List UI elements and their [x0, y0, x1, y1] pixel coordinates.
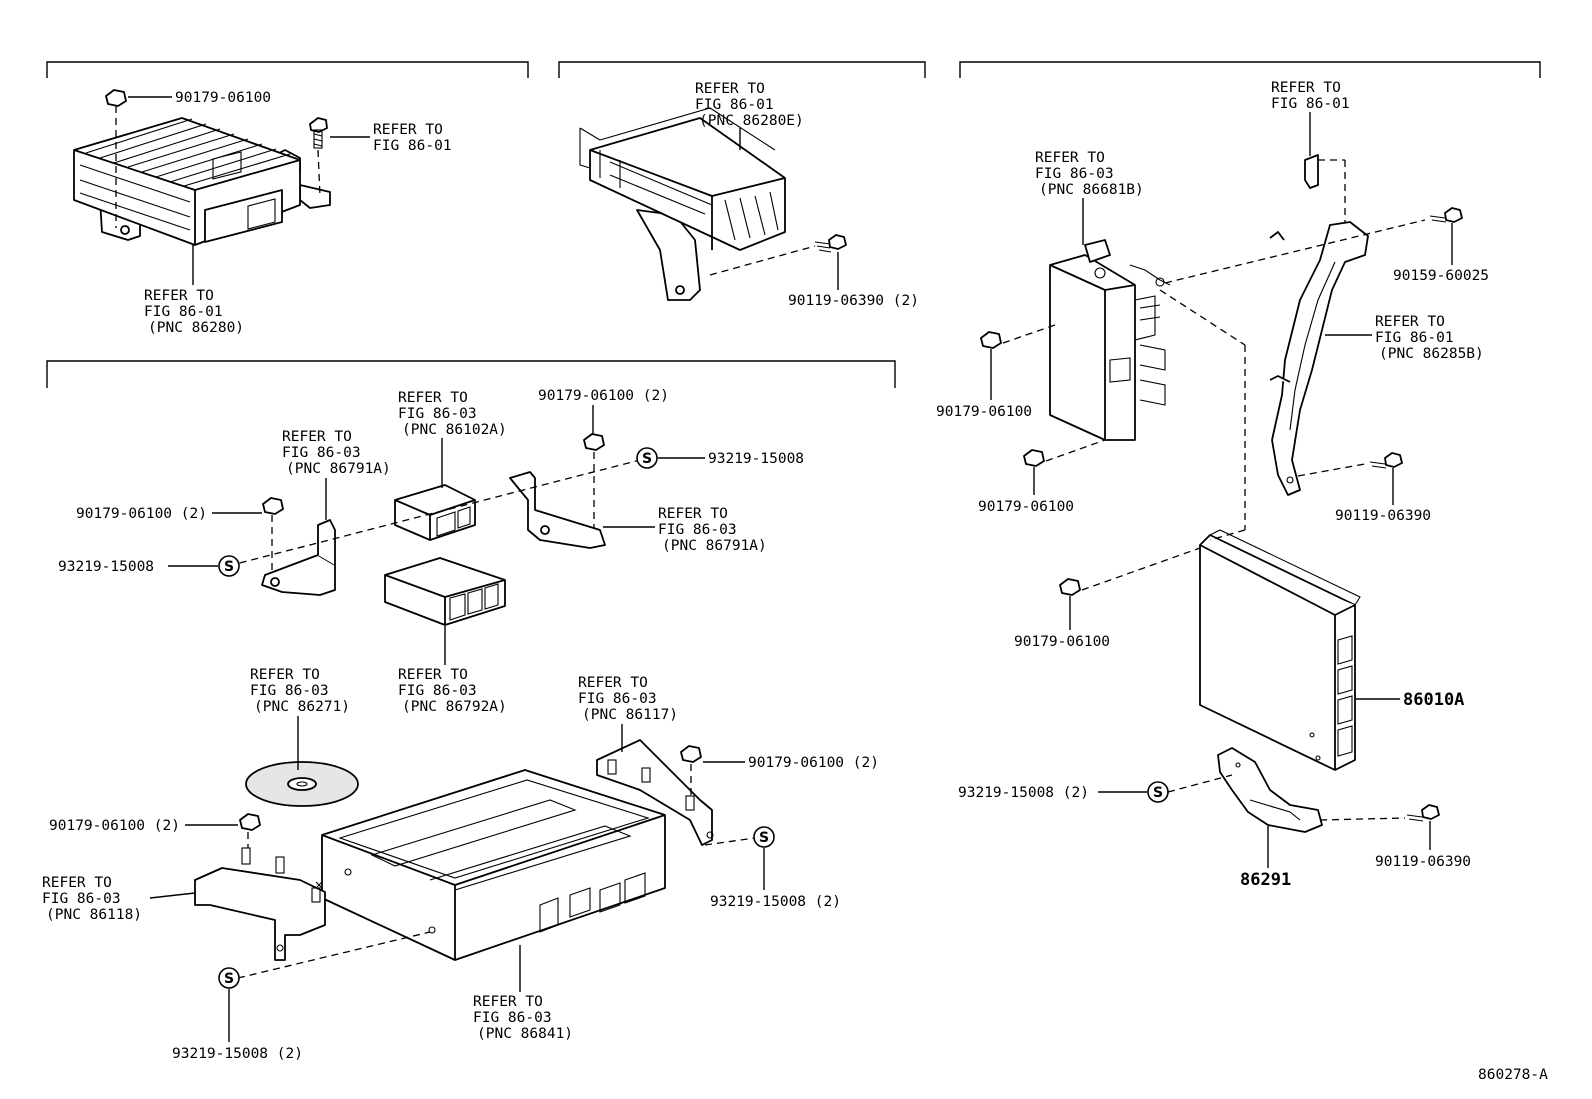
label-unit-86792a: REFER TO	[398, 667, 468, 683]
svg-text:FIG 86-01: FIG 86-01	[373, 138, 452, 154]
section-frames	[46, 61, 1541, 388]
frame-left-top	[46, 61, 529, 78]
svg-text:FIG 86-03: FIG 86-03	[250, 683, 329, 699]
svg-text:FIG 86-01: FIG 86-01	[144, 304, 223, 320]
label-bracket-86791a-right: REFER TO	[658, 506, 728, 522]
label-s-93219-15008-2-right: 93219-15008 (2)	[958, 785, 1089, 801]
label-bolt-refer: REFER TO	[373, 122, 443, 138]
label-bracket-86118: REFER TO	[42, 875, 112, 891]
svg-text:S: S	[1153, 785, 1163, 801]
svg-text:(PNC 86791A): (PNC 86791A)	[662, 538, 767, 554]
svg-text:FIG 86-03: FIG 86-03	[42, 891, 121, 907]
label-amplifier-refer: REFER TO	[144, 288, 214, 304]
small-units	[227, 433, 641, 626]
label-unit-86102a: REFER TO	[398, 390, 468, 406]
label-nut-90179-06100-2-bottom-left: 90179-06100 (2)	[49, 818, 180, 834]
label-nut-90179-06100-2-top: 90179-06100 (2)	[538, 388, 669, 404]
label-nut-90179-06100: 90179-06100	[175, 90, 271, 106]
frame-right	[959, 61, 1541, 78]
svg-text:FIG 86-01: FIG 86-01	[1271, 96, 1350, 112]
svg-text:FIG 86-03: FIG 86-03	[282, 445, 361, 461]
label-s-93219-15008-left: 93219-15008	[58, 559, 154, 575]
s-symbols-right: S	[1147, 781, 1169, 803]
svg-text:(PNC 86102A): (PNC 86102A)	[402, 422, 507, 438]
label-bolt-90159-60025: 90159-60025	[1393, 268, 1489, 284]
svg-text:FIG 86-03: FIG 86-03	[398, 406, 477, 422]
control-box-labels: REFER TO FIG 86-01 (PNC 86280E) 90119-06…	[695, 81, 919, 309]
label-control-box-refer: REFER TO	[695, 81, 765, 97]
svg-text:(PNC 86285B): (PNC 86285B)	[1379, 346, 1484, 362]
svg-text:S: S	[759, 830, 769, 846]
ecu-assembly	[980, 154, 1463, 833]
label-bolt-90119-06390-2: 90119-06390 (2)	[788, 293, 919, 309]
svg-text:(PNC 86118): (PNC 86118)	[46, 907, 142, 923]
svg-text:(PNC 86791A): (PNC 86791A)	[286, 461, 391, 477]
svg-text:(PNC 86841): (PNC 86841)	[477, 1026, 573, 1042]
label-bolt-90119-06390-bottom: 90119-06390	[1375, 854, 1471, 870]
label-bracket-86791a-left: REFER TO	[282, 429, 352, 445]
figure-code: 860278-A	[1478, 1067, 1548, 1083]
label-clip-refer: REFER TO	[1271, 80, 1341, 96]
label-s-93219-15008-2-right: 93219-15008 (2)	[710, 894, 841, 910]
svg-text:(PNC 86280): (PNC 86280)	[148, 320, 244, 336]
label-relay-86681b: REFER TO	[1035, 150, 1105, 166]
label-bracket-86291: 86291	[1240, 870, 1291, 890]
amplifier-unit	[73, 89, 331, 246]
svg-text:FIG 86-03: FIG 86-03	[398, 683, 477, 699]
svg-text:(PNC 86271): (PNC 86271)	[254, 699, 350, 715]
small-units-labels: REFER TO FIG 86-03 (PNC 86791A) REFER TO…	[58, 388, 804, 715]
s-symbols-mid: S S	[218, 447, 658, 577]
svg-text:FIG 86-01: FIG 86-01	[1375, 330, 1454, 346]
label-bracket-86285b: REFER TO	[1375, 314, 1445, 330]
frame-mid-top	[558, 61, 926, 78]
svg-text:FIG 86-03: FIG 86-03	[578, 691, 657, 707]
label-ecu-86010a: 86010A	[1403, 690, 1464, 710]
svg-text:(PNC 86792A): (PNC 86792A)	[402, 699, 507, 715]
svg-text:S: S	[224, 971, 234, 987]
label-nav-unit-86841: REFER TO	[473, 994, 543, 1010]
label-s-93219-15008-2-bottom: 93219-15008 (2)	[172, 1046, 303, 1062]
svg-text:S: S	[224, 559, 234, 575]
label-bracket-86117: REFER TO	[578, 675, 648, 691]
svg-text:(PNC 86117): (PNC 86117)	[582, 707, 678, 723]
label-disc-86271: REFER TO	[250, 667, 320, 683]
s-symbols-bottom: S S	[218, 826, 775, 989]
navigation-unit	[194, 739, 756, 979]
label-nut-90179-06100-right-1: 90179-06100	[936, 404, 1032, 420]
ecu-labels: REFER TO FIG 86-01 REFER TO FIG 86-03 (P…	[936, 80, 1489, 890]
amplifier-labels: 90179-06100 REFER TO FIG 86-01 REFER TO …	[128, 90, 452, 336]
svg-text:(PNC 86681B): (PNC 86681B)	[1039, 182, 1144, 198]
label-s-93219-15008-top: 93219-15008	[708, 451, 804, 467]
label-nut-90179-06100-right-2: 90179-06100	[978, 499, 1074, 515]
svg-text:FIG 86-03: FIG 86-03	[473, 1010, 552, 1026]
label-bolt-90119-06390-mid: 90119-06390	[1335, 508, 1431, 524]
svg-text:FIG 86-01: FIG 86-01	[695, 97, 774, 113]
frame-left-mid	[46, 360, 896, 388]
navigation-labels: REFER TO FIG 86-03 (PNC 86271) REFER TO …	[42, 667, 879, 1062]
svg-text:(PNC 86280E): (PNC 86280E)	[699, 113, 804, 129]
control-box-unit	[579, 107, 847, 301]
svg-text:FIG 86-03: FIG 86-03	[1035, 166, 1114, 182]
svg-text:S: S	[642, 451, 652, 467]
label-nut-90179-06100-right-3: 90179-06100	[1014, 634, 1110, 650]
label-nut-90179-06100-2-right: 90179-06100 (2)	[748, 755, 879, 771]
svg-text:FIG 86-03: FIG 86-03	[658, 522, 737, 538]
label-nut-90179-06100-2-left: 90179-06100 (2)	[76, 506, 207, 522]
